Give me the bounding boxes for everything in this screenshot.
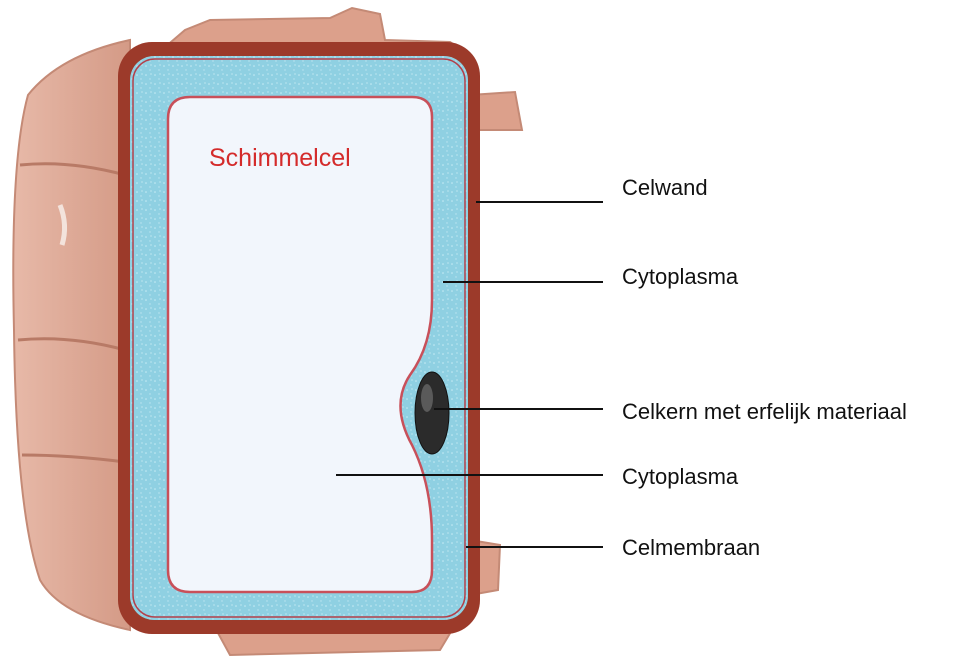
left-neighbor-cells: [13, 40, 130, 630]
label-celmembraan: Celmembraan: [622, 535, 760, 560]
diagram-title: Schimmelcel: [209, 144, 351, 172]
nucleus-highlight: [421, 384, 433, 412]
label-celwand: Celwand: [622, 175, 708, 200]
label-cytoplasma-1: Cytoplasma: [622, 264, 739, 289]
nucleus: [415, 372, 449, 454]
label-cytoplasma-2: Cytoplasma: [622, 464, 739, 489]
label-celkern: Celkern met erfelijk materiaal: [622, 399, 907, 424]
